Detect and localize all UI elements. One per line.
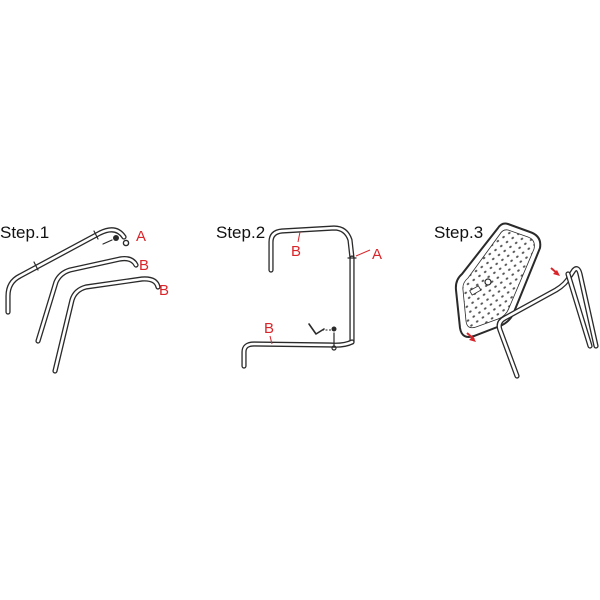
part-label: B <box>139 257 149 274</box>
step-2: Step.2 B A <box>216 223 382 369</box>
step-2-upper-frame <box>268 225 355 273</box>
part-label: B <box>159 282 169 299</box>
leader-line <box>355 249 371 257</box>
step-2-title: Step.2 <box>216 223 265 242</box>
step-1-title: Step.1 <box>0 223 49 242</box>
step-3-title: Step.3 <box>434 223 483 242</box>
step-2-lower-frame <box>241 339 355 369</box>
step-1-tube-a <box>5 227 130 315</box>
tray-hole <box>484 278 492 286</box>
step-1: Step.1 A B B <box>0 223 169 374</box>
step-1-tube-b-upper <box>35 256 139 344</box>
part-label: B <box>264 320 274 337</box>
part-label: A <box>136 228 146 245</box>
step-2-tube-a <box>347 255 357 345</box>
bolt-icon <box>102 235 130 247</box>
leader-line <box>269 335 273 345</box>
perforated-tray <box>454 222 542 338</box>
part-label: A <box>372 246 382 263</box>
part-label: B <box>291 243 301 260</box>
step-3-frame <box>496 266 599 379</box>
tray-slot <box>469 285 482 296</box>
tube-joint-line <box>33 261 39 271</box>
arrow-icon <box>550 267 560 276</box>
step-3: Step.3 <box>434 222 599 379</box>
leader-line <box>297 231 301 243</box>
screw-icon <box>331 326 337 351</box>
step-1-tube-b-lower <box>52 276 161 374</box>
tube-joint-line <box>93 230 99 240</box>
hex-key-icon <box>308 323 331 335</box>
arrow-icon <box>466 332 476 342</box>
